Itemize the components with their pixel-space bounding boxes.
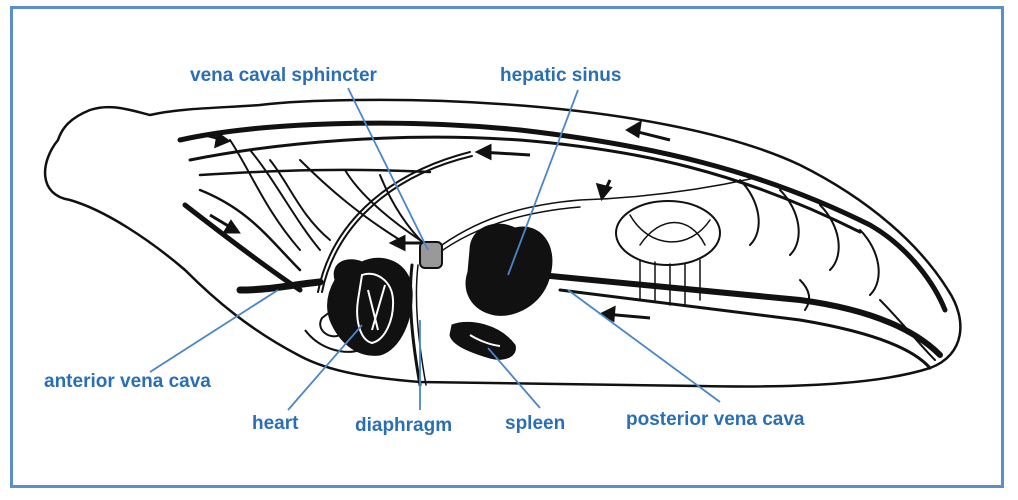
kidney-loop: [616, 201, 720, 265]
vein: [380, 175, 425, 245]
leader-spleen: [488, 348, 540, 408]
label-posterior-vena-cava: posterior vena cava: [626, 410, 804, 429]
vein: [185, 205, 300, 290]
posterior-vena-cava-vessel: [540, 275, 940, 355]
flow-arrow-head: [602, 308, 614, 320]
label-heart: heart: [252, 414, 298, 433]
vein: [240, 282, 320, 290]
hepatic-sinus-organ: [466, 224, 552, 315]
label-vena-caval-sphincter: vena caval sphincter: [190, 66, 377, 85]
rib-vein: [860, 230, 879, 295]
rib-vein: [800, 280, 809, 310]
flow-arrow-head: [598, 185, 610, 198]
vein: [250, 150, 320, 250]
kidney-loop: [630, 215, 710, 245]
flow-arrow-head: [392, 237, 404, 249]
vein: [300, 160, 400, 240]
label-spleen: spleen: [505, 414, 565, 433]
vein: [560, 290, 930, 368]
rib-vein: [740, 180, 759, 245]
vein: [270, 160, 330, 240]
vena-caval-sphincter-organ: [420, 242, 442, 268]
label-anterior-vena-cava: anterior vena cava: [44, 372, 211, 391]
label-hepatic-sinus: hepatic sinus: [500, 66, 621, 85]
flow-arrow-head: [628, 123, 640, 136]
flow-arrow-head: [216, 134, 228, 146]
label-diaphragm: diaphragm: [355, 416, 452, 435]
rib-vein: [780, 190, 799, 255]
flow-arrow-head: [478, 146, 490, 158]
leader-heart: [288, 325, 362, 410]
